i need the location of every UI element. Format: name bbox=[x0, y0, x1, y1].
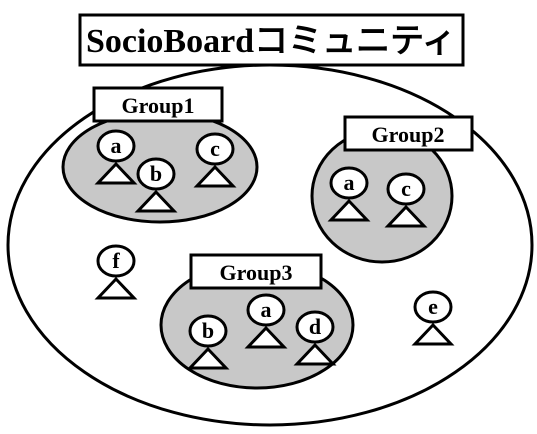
person-icon bbox=[411, 322, 455, 346]
member-node: a bbox=[94, 129, 138, 185]
member-node: c bbox=[193, 132, 237, 188]
member-head bbox=[386, 172, 426, 206]
person-icon bbox=[94, 161, 138, 185]
member-label: f bbox=[112, 248, 120, 273]
member-head bbox=[413, 290, 453, 324]
member-head bbox=[136, 157, 176, 191]
title-frame bbox=[78, 13, 465, 67]
title-box: SocioBoardコミュニティ bbox=[78, 13, 465, 67]
group-3-label-box bbox=[189, 253, 323, 290]
member-node: a bbox=[327, 166, 371, 222]
person-icon bbox=[244, 325, 288, 349]
member-label: a bbox=[261, 297, 272, 322]
person-icon bbox=[94, 276, 138, 300]
member-node-f: f bbox=[94, 244, 138, 300]
group-2-label-box bbox=[343, 115, 474, 152]
person-icon bbox=[293, 342, 337, 366]
member-node: c bbox=[384, 172, 428, 228]
member-head bbox=[295, 310, 335, 344]
member-head bbox=[96, 129, 136, 163]
member-node: b bbox=[186, 314, 230, 370]
member-label: d bbox=[309, 314, 321, 339]
member-head bbox=[246, 293, 286, 327]
member-head bbox=[188, 314, 228, 348]
member-node: d bbox=[293, 310, 337, 366]
community-title: SocioBoardコミュニティ bbox=[86, 23, 456, 60]
member-node: a bbox=[244, 293, 288, 349]
member-label: b bbox=[150, 161, 162, 186]
group-1: Group1 a b c bbox=[61, 86, 259, 224]
group-1-label: Group1 bbox=[122, 93, 195, 118]
member-head bbox=[329, 166, 369, 200]
member-label: a bbox=[344, 170, 355, 195]
member-head bbox=[96, 244, 136, 278]
member-label: c bbox=[210, 136, 220, 161]
person-icon bbox=[134, 189, 178, 213]
group-2-label: Group2 bbox=[372, 122, 445, 147]
member-label: e bbox=[428, 294, 438, 319]
group-3: Group3 b a d bbox=[159, 253, 355, 390]
member-node: b bbox=[134, 157, 178, 213]
person-icon bbox=[384, 204, 428, 228]
member-head bbox=[195, 132, 235, 166]
member-label: a bbox=[111, 133, 122, 158]
group-1-label-box bbox=[92, 86, 224, 123]
member-node-e: e bbox=[411, 290, 455, 346]
person-icon bbox=[193, 164, 237, 188]
member-label: b bbox=[202, 318, 214, 343]
person-icon bbox=[327, 198, 371, 222]
person-icon bbox=[186, 346, 230, 370]
group-2: Group2 a c bbox=[310, 115, 474, 264]
member-label: c bbox=[401, 176, 411, 201]
group-3-label: Group3 bbox=[220, 260, 293, 285]
